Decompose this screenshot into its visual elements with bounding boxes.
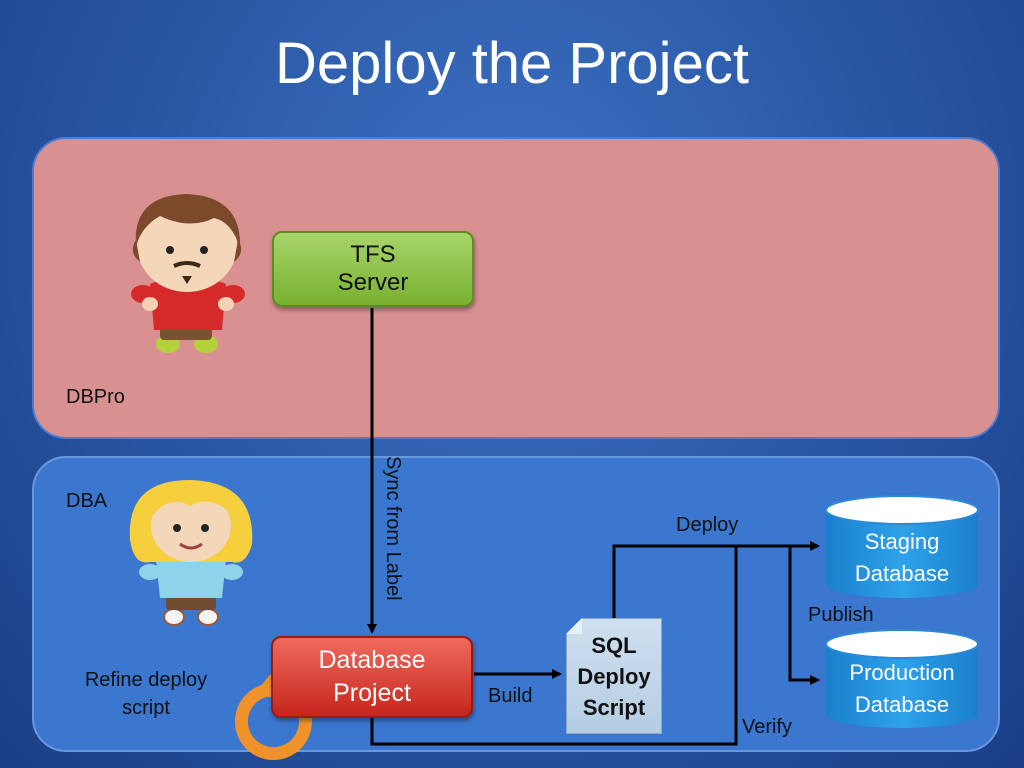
staging-label-line2: Database [854,561,950,586]
production-label-line1: Production [849,660,955,685]
dba-avatar [129,480,253,626]
page-title: Deploy the Project [275,31,749,96]
publish-edge-label: Publish [808,604,874,626]
sql-deploy-script-node: SQL Deploy Script [566,618,662,734]
tfs-server-node: TFS Server [272,231,474,307]
database-project-node: Database Project [271,636,473,718]
dbproject-node-line2: Project [333,679,411,707]
production-label-line2: Database [854,692,950,717]
refine-note-line1: Refine deploy [84,669,208,691]
build-edge-label: Build [488,685,533,707]
staging-database-icon [825,495,979,598]
sql-node-line3: Script [582,694,646,720]
deploy-edge-label: Deploy [676,514,739,536]
dba-lane-label: DBA [66,490,108,512]
sql-node-line1: SQL [591,632,637,658]
sync-edge-label: Sync from Label [382,456,404,601]
sql-node-line2: Deploy [577,663,651,689]
staging-database-label: Staging Database [826,526,978,590]
production-database-icon [825,629,979,728]
production-database-label: Production Database [826,657,978,721]
deploy-edge [612,541,820,618]
refine-note-line2: script [122,697,170,719]
tfs-node-line2: Server [337,269,409,296]
dbpro-lane-label: DBPro [66,386,125,408]
dbproject-node-line1: Database [318,646,426,674]
verify-edge [370,546,738,746]
publish-edge [788,546,820,685]
refine-deploy-note: Refine deploy script [66,666,226,722]
verify-edge-label: Verify [742,716,793,738]
tfs-node-line1: TFS [350,241,396,268]
staging-label-line1: Staging [864,529,940,554]
developer-avatar [131,194,245,353]
